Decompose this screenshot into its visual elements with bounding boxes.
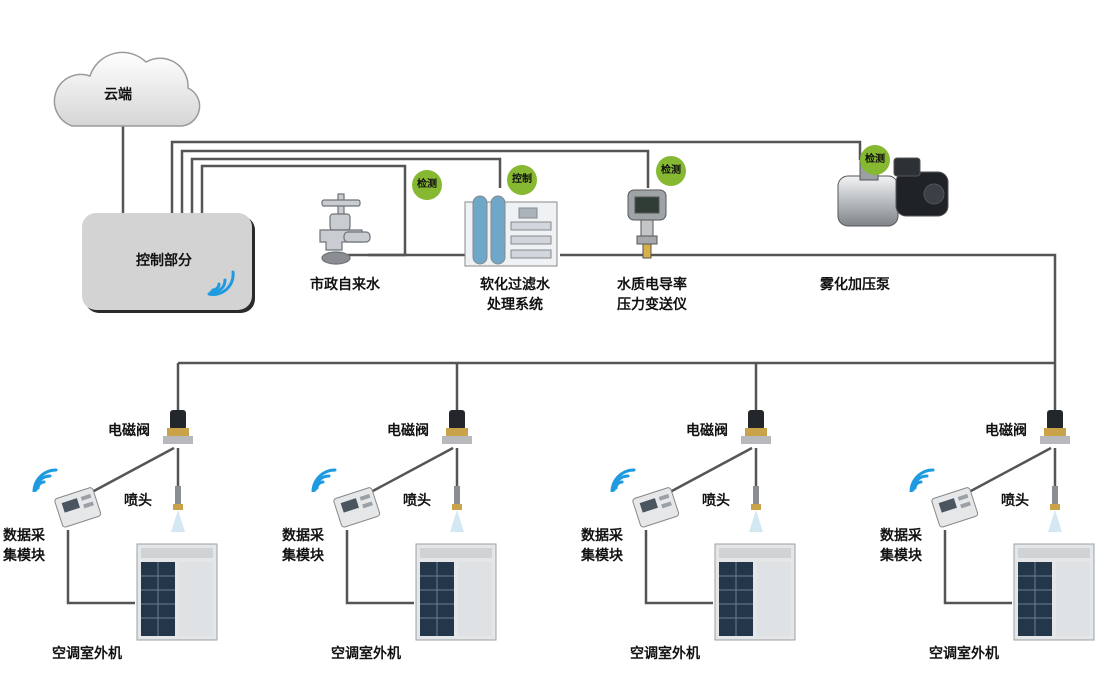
connection-line — [91, 446, 175, 494]
solenoid-valve-label: 电磁阀 — [985, 423, 1027, 439]
nozzle-label: 喷头 — [702, 493, 730, 509]
wifi-signal-icon — [311, 468, 337, 492]
water-tap-icon — [319, 193, 371, 265]
ac-outdoor-unit-label: 空调室外机 — [331, 646, 401, 662]
wifi-signal-icon — [909, 468, 935, 492]
data-acquisition-module-icon — [333, 487, 381, 528]
ac-outdoor-unit-icon — [1013, 543, 1095, 641]
solenoid-valve-label: 电磁阀 — [387, 423, 429, 439]
data-module-label-line2: 集模块 — [880, 548, 922, 564]
nozzle-label: 喷头 — [403, 493, 431, 509]
conductivity-pressure-sensor-icon — [627, 189, 667, 259]
sensor-label-line2: 压力变送仪 — [617, 297, 687, 313]
nozzle-label: 喷头 — [124, 493, 152, 509]
wifi-signal-icon — [207, 270, 235, 296]
data-module-label-line1: 数据采 — [880, 528, 922, 544]
pump-label: 雾化加压泵 — [820, 277, 890, 293]
data-module-label-line2: 集模块 — [581, 548, 623, 564]
detect-badge-sensor: 检测 — [656, 156, 686, 186]
cloud-label: 云端 — [104, 87, 132, 103]
tap-label: 市政自来水 — [310, 277, 380, 293]
data-module-label-line2: 集模块 — [3, 548, 45, 564]
connection-line — [968, 446, 1052, 494]
data-acquisition-module-icon — [632, 487, 680, 528]
connection-line — [345, 530, 414, 605]
controller-label: 控制部分 — [136, 253, 192, 269]
spray-nozzle-icon — [749, 486, 763, 532]
spray-nozzle-icon — [1048, 486, 1062, 532]
data-acquisition-module-icon — [54, 487, 102, 528]
data-module-label-line2: 集模块 — [282, 548, 324, 564]
control-badge-softener: 控制 — [507, 165, 537, 195]
connection-line — [66, 530, 135, 605]
connection-line — [370, 446, 454, 494]
connection-line — [669, 446, 753, 494]
data-module-label-line1: 数据采 — [3, 528, 45, 544]
wifi-signal-icon — [32, 468, 58, 492]
sensor-label-line1: 水质电导率 — [617, 277, 687, 293]
ac-outdoor-unit-label: 空调室外机 — [929, 646, 999, 662]
data-acquisition-module-icon — [931, 487, 979, 528]
ac-outdoor-unit-label: 空调室外机 — [630, 646, 700, 662]
wifi-signal-icon — [610, 468, 636, 492]
softener-label-line2: 处理系统 — [487, 297, 543, 313]
cloud-icon — [53, 51, 201, 127]
controller-box[interactable] — [82, 213, 252, 310]
ac-outdoor-unit-icon — [415, 543, 497, 641]
solenoid-valve-icon[interactable] — [1040, 410, 1070, 448]
solenoid-valve-icon[interactable] — [741, 410, 771, 448]
ac-outdoor-unit-label: 空调室外机 — [52, 646, 122, 662]
softener-label-line1: 软化过滤水 — [480, 277, 550, 293]
solenoid-valve-label: 电磁阀 — [108, 423, 150, 439]
pressure-pump-icon — [837, 153, 949, 227]
solenoid-valve-icon[interactable] — [442, 410, 472, 448]
detect-badge-tap: 检测 — [412, 170, 442, 200]
detect-badge-pump: 检测 — [860, 145, 890, 175]
ac-outdoor-unit-icon — [136, 543, 218, 641]
spray-nozzle-icon — [171, 486, 185, 532]
connection-line — [943, 530, 1012, 605]
spray-nozzle-icon — [450, 486, 464, 532]
nozzle-label: 喷头 — [1001, 493, 1029, 509]
solenoid-valve-label: 电磁阀 — [686, 423, 728, 439]
data-module-label-line1: 数据采 — [581, 528, 623, 544]
solenoid-valve-icon[interactable] — [163, 410, 193, 448]
ac-outdoor-unit-icon — [714, 543, 796, 641]
connection-line — [644, 530, 713, 605]
softener-system-icon — [464, 195, 558, 267]
data-module-label-line1: 数据采 — [282, 528, 324, 544]
